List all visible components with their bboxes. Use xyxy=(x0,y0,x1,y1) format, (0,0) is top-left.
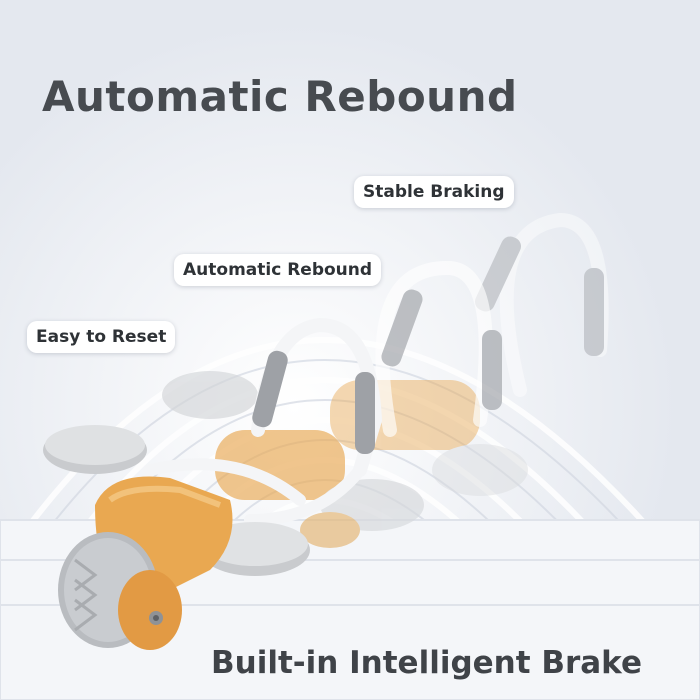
feature-badge-easy-to-reset: Easy to Reset xyxy=(27,321,176,353)
ab-roller-front xyxy=(43,317,383,650)
footer-caption: Built-in Intelligent Brake xyxy=(211,645,642,681)
headline-title: Automatic Rebound xyxy=(42,72,518,121)
feature-badge-automatic-rebound: Automatic Rebound xyxy=(174,254,382,286)
feature-badge-stable-braking: Stable Braking xyxy=(354,176,514,208)
